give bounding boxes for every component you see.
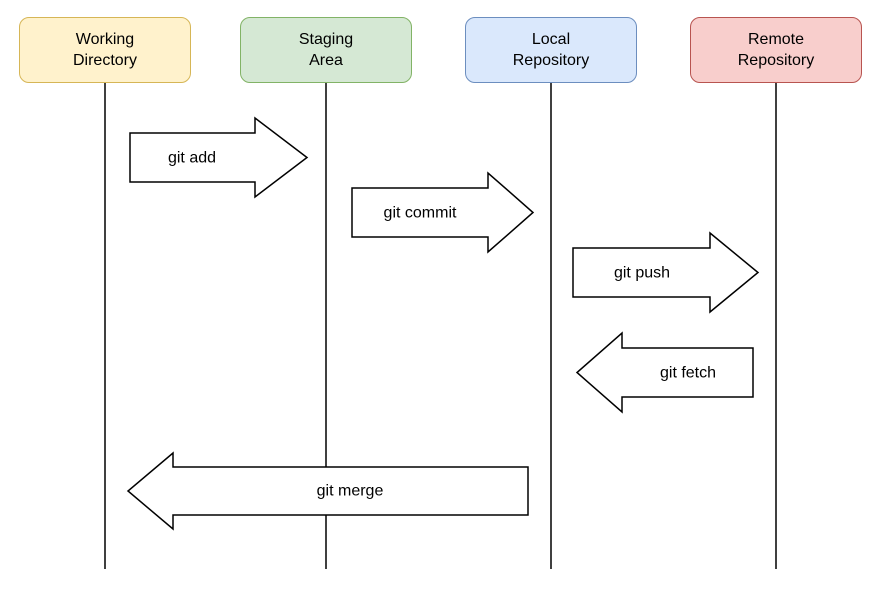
arrow-git-merge: git merge (126, 451, 529, 531)
arrow-git-push-label: git push (614, 265, 670, 282)
node-local-repository: Local Repository (465, 17, 637, 83)
arrow-git-push: git push (572, 231, 760, 314)
node-remote-repository-line1: Remote (747, 31, 805, 48)
arrow-git-fetch-label: git fetch (660, 365, 716, 382)
node-staging-area-line2: Area (309, 52, 343, 69)
arrow-git-merge-shape (126, 451, 529, 531)
node-working-directory-line1: Working (75, 31, 135, 48)
arrow-git-commit-label: git commit (384, 205, 457, 222)
node-remote-repository-line2: Repository (737, 52, 815, 69)
arrow-git-fetch: git fetch (575, 331, 754, 414)
node-working-directory-line2: Directory (72, 52, 137, 69)
arrow-git-add-label: git add (168, 150, 216, 167)
arrow-git-commit: git commit (351, 171, 535, 254)
arrow-git-merge-label: git merge (317, 483, 384, 500)
arrow-git-add: git add (129, 116, 309, 199)
arrow-git-commit-shape (351, 171, 535, 254)
node-staging-area: Staging Area (240, 17, 412, 83)
node-local-repository-line2: Repository (512, 52, 590, 69)
arrow-git-add-shape (129, 116, 309, 199)
node-working-directory: Working Directory (19, 17, 191, 83)
node-remote-repository: Remote Repository (690, 17, 862, 83)
arrow-git-fetch-shape (575, 331, 754, 414)
arrow-git-push-shape (572, 231, 760, 314)
node-staging-area-line1: Staging (298, 31, 354, 48)
node-local-repository-line1: Local (531, 31, 571, 48)
